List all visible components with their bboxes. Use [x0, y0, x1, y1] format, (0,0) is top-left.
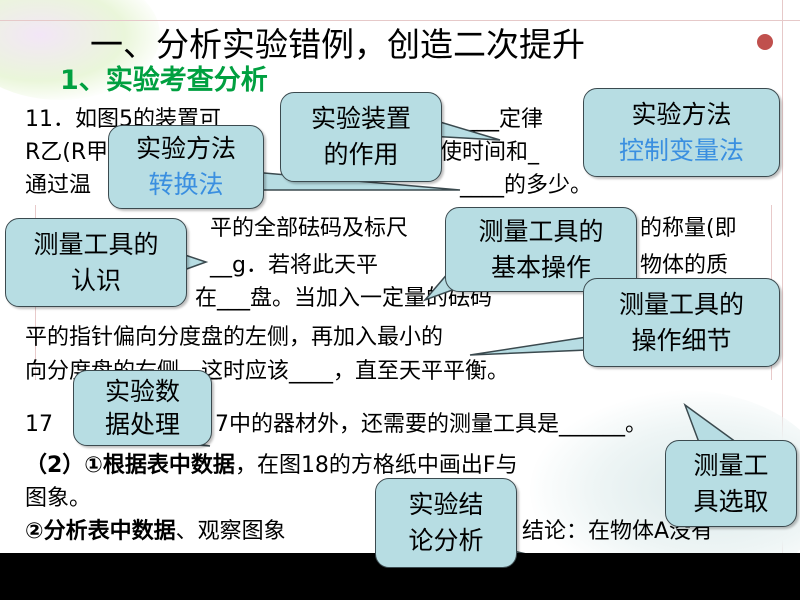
callout-text: 认识: [70, 265, 121, 295]
callout-text: 测量工具的: [478, 216, 604, 246]
callout-text: 操作细节: [631, 325, 732, 355]
callout-text: 测量工具的: [618, 289, 744, 319]
question-text: 物体的质: [640, 253, 729, 278]
question-text: 17: [25, 412, 53, 437]
callout-method-control-variables: 实验方法 控制变量法: [583, 88, 780, 177]
callout-text: 实验方法: [135, 134, 236, 163]
callout-text: 基本操作: [490, 252, 591, 282]
slide-subtitle: 1、实验考查分析: [60, 65, 268, 96]
question-text: ____的多少。: [460, 173, 593, 198]
callout-text-highlight: 转换法: [148, 170, 224, 199]
question-text: 平的全部砝码及标尺: [210, 216, 409, 241]
callout-experiment-apparatus: 实验装置 的作用: [280, 92, 442, 182]
question-text: R乙(R甲: [25, 140, 109, 165]
question-text: （2）①根据表中数据，在图18的方格纸中画出F与: [25, 452, 518, 480]
question-text: 7中的器材外，还需要的测量工具是______。: [215, 412, 647, 437]
question-text-bold: （2）①根据表中数据: [25, 453, 235, 478]
callout-text: 测量工具的: [33, 229, 159, 259]
callout-text: 据处理: [104, 410, 180, 439]
callout-tool-basic-operation: 测量工具的 基本操作: [445, 207, 637, 292]
callout-text: 实验数: [104, 377, 180, 406]
callout-data-processing: 实验数 据处理: [73, 370, 212, 446]
callout-tail: [683, 402, 743, 446]
callout-text: 实验方法: [631, 99, 732, 129]
callout-tool-recognition: 测量工具的 认识: [5, 218, 187, 307]
callout-conclusion-analysis: 实验结 论分析: [375, 478, 517, 568]
decorative-line: [0, 20, 800, 21]
question-text: ②分析表中数据、观察图象: [25, 518, 286, 546]
question-text: 图象。: [25, 486, 92, 511]
question-text: 使时间和_: [440, 140, 540, 165]
question-text: 通过温: [25, 173, 92, 198]
callout-tool-selection: 测量工 具选取: [665, 440, 797, 527]
question-text: ，在图18的方格纸中画出F与: [234, 453, 518, 478]
question-text: __g．若将此天平: [210, 253, 378, 278]
callout-text: 实验装置: [310, 104, 411, 133]
callout-text-highlight: 控制变量法: [618, 135, 744, 165]
slide-title: 一、分析实验错例，创造二次提升: [90, 25, 585, 64]
question-text: 的称量(即: [640, 216, 737, 241]
question-text: 、观察图象: [175, 519, 286, 544]
callout-text: 论分析: [408, 526, 484, 555]
question-text: 平的指针偏向分度盘的左侧，再加入最小的: [25, 325, 444, 350]
callout-tool-operation-details: 测量工具的 操作细节: [583, 278, 780, 367]
callout-text: 的作用: [323, 140, 399, 169]
callout-method-conversion: 实验方法 转换法: [108, 125, 264, 209]
callout-text: 实验结: [408, 490, 484, 519]
callout-text: 具选取: [693, 486, 769, 516]
decorative-line: [782, 0, 783, 560]
question-text: ____定律: [455, 107, 544, 132]
decorative-red-dot: [757, 34, 773, 50]
callout-text: 测量工: [693, 450, 769, 480]
question-text-bold: ②分析表中数据: [25, 519, 176, 544]
